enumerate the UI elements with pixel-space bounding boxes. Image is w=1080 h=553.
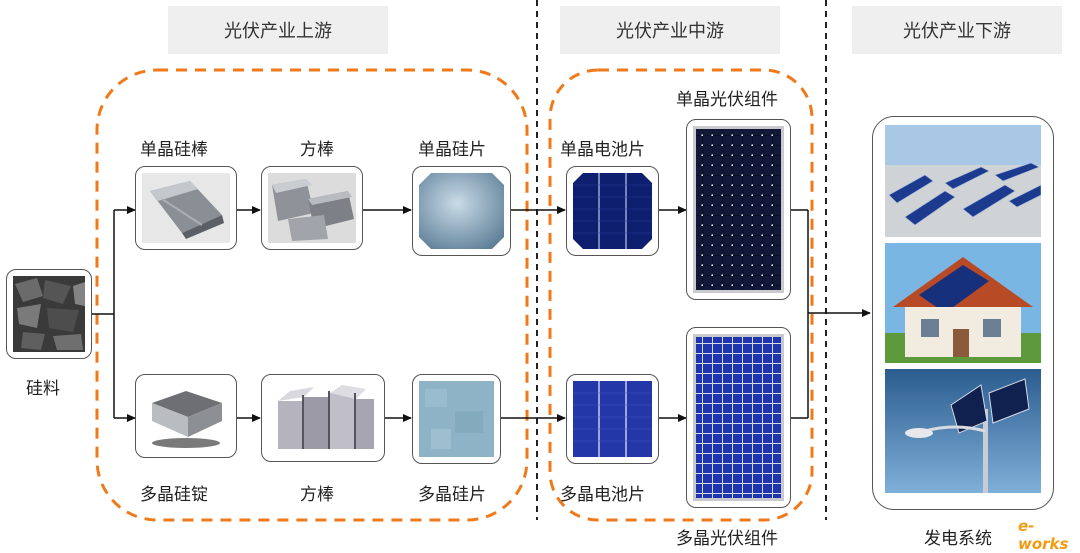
stage-header-upstream: 光伏产业上游	[168, 6, 388, 54]
stage-header-midstream: 光伏产业中游	[560, 6, 780, 54]
poly-square-rod-card	[261, 374, 385, 462]
silicon-material-label: 硅料	[26, 379, 60, 399]
mono-module-card	[686, 119, 791, 300]
mono-ingot-label: 单晶硅棒	[140, 140, 208, 160]
poly-module-card	[686, 327, 791, 508]
mono-wafer-image	[419, 173, 504, 249]
power-system-card	[872, 116, 1054, 510]
poly-module-image	[693, 334, 784, 501]
upstream-region	[95, 68, 529, 522]
stage-header-downstream: 光伏产业下游	[852, 6, 1062, 54]
solar-farm-photo	[885, 125, 1041, 237]
poly-ingot-label: 多晶硅锭	[140, 485, 208, 505]
silicon-material-card	[6, 269, 92, 359]
poly-module-label: 多晶光伏组件	[676, 529, 778, 549]
power-system-label: 发电系统	[924, 529, 992, 549]
mono-ingot-image	[142, 173, 230, 243]
mono-square-rod-image	[268, 173, 356, 243]
mono-module-label: 单晶光伏组件	[676, 90, 778, 110]
mono-square-rod-card	[261, 166, 363, 250]
poly-ingot-card	[135, 374, 237, 458]
poly-cell-image	[573, 381, 652, 457]
poly-wafer-label: 多晶硅片	[418, 485, 486, 505]
poly-wafer-image	[419, 381, 494, 457]
poly-wafer-card	[412, 374, 501, 464]
silicon-chunks-image	[13, 276, 85, 352]
poly-ingot-image	[142, 381, 230, 451]
mono-wafer-label: 单晶硅片	[418, 140, 486, 160]
mono-square-rod-label: 方棒	[300, 140, 334, 160]
watermark-logo: e-works	[1018, 517, 1069, 553]
poly-square-rod-label: 方棒	[300, 485, 334, 505]
poly-cell-label: 多晶电池片	[560, 485, 645, 505]
mono-ingot-card	[135, 166, 237, 250]
mono-cell-image	[573, 173, 652, 249]
poly-cell-card	[566, 374, 659, 464]
mono-cell-card	[566, 166, 659, 256]
poly-square-rod-image	[268, 381, 378, 455]
mono-cell-label: 单晶电池片	[560, 140, 645, 160]
midstream-region	[548, 68, 814, 522]
rooftop-solar-photo	[885, 243, 1041, 363]
mono-module-image	[693, 126, 784, 293]
mono-wafer-card	[412, 166, 511, 256]
solar-street-light-photo	[885, 369, 1041, 493]
